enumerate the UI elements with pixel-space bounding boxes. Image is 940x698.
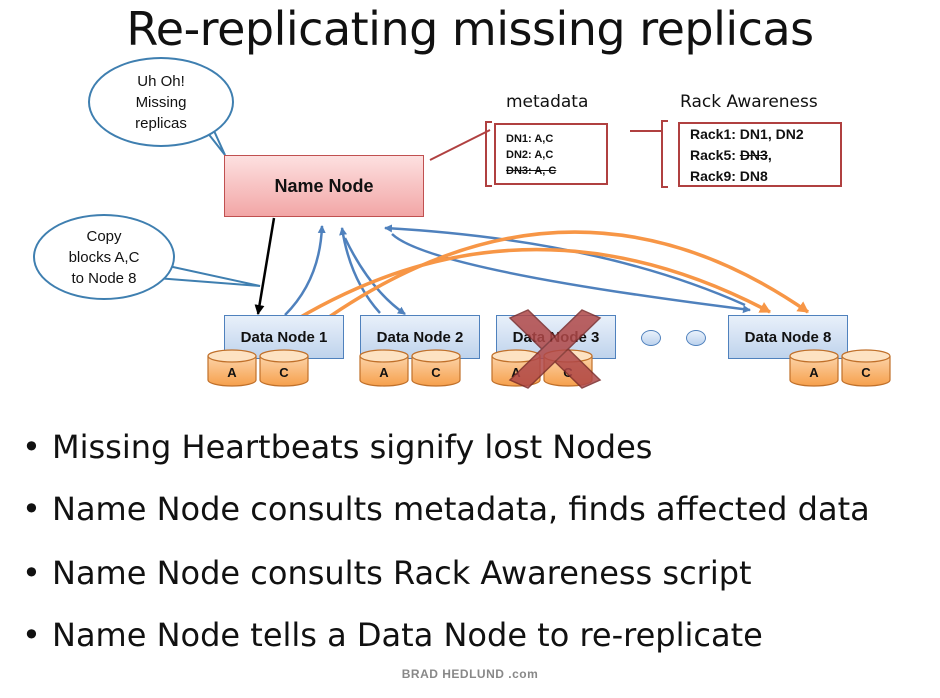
bullet-text: Name Node tells a Data Node to re-replic… bbox=[52, 616, 763, 654]
block-label: A bbox=[379, 365, 389, 380]
metadata-entry: DN2: A,C bbox=[506, 149, 554, 161]
callout-line: Missing bbox=[135, 93, 187, 111]
heartbeat-arrow-dn8-down bbox=[391, 233, 751, 314]
bullet-dot-icon: • bbox=[22, 428, 41, 466]
bullet-text: Name Node consults metadata, finds affec… bbox=[52, 490, 870, 528]
copy-blocks-callout: Copy blocks A,C to Node 8 bbox=[33, 214, 175, 300]
callout-line: Copy bbox=[86, 227, 122, 245]
bullet-text: Name Node consults Rack Awareness script bbox=[52, 554, 752, 592]
block-disk-c-icon: C bbox=[411, 349, 461, 387]
missing-replicas-callout: Uh Oh! Missing replicas bbox=[88, 57, 234, 147]
command-arrow bbox=[254, 217, 276, 315]
rack-entry: Rack5: DN3, bbox=[690, 145, 840, 166]
replication-arrow-a bbox=[283, 247, 771, 329]
callout-line: to Node 8 bbox=[71, 269, 137, 287]
bullet-dot-icon: • bbox=[22, 490, 41, 528]
heartbeat-arrow-dn1 bbox=[284, 225, 326, 316]
rack-awareness-heading: Rack Awareness bbox=[680, 92, 818, 112]
block-label: A bbox=[511, 365, 521, 380]
block-disk-a-icon: A bbox=[789, 349, 839, 387]
rack-awareness-list: Rack1: DN1, DN2 Rack5: DN3, Rack9: DN8 bbox=[678, 122, 842, 187]
rack-entry: Rack9: DN8 bbox=[690, 168, 768, 184]
block-label: C bbox=[279, 365, 289, 380]
callout-line: blocks A,C bbox=[68, 248, 140, 266]
bullet-item: • Missing Heartbeats signify lost Nodes bbox=[22, 428, 652, 466]
ellipsis-dot bbox=[686, 330, 706, 346]
metadata-entry: DN1: A,C bbox=[506, 133, 554, 145]
bullet-item: • Name Node consults metadata, finds affe… bbox=[22, 490, 870, 528]
rack-entry-lost-node: DN3 bbox=[739, 147, 768, 163]
namenode-metadata-connector bbox=[429, 129, 491, 161]
bullet-dot-icon: • bbox=[22, 616, 41, 654]
rack-entry-suffix: , bbox=[767, 147, 772, 163]
failed-node-cross-icon bbox=[508, 309, 602, 389]
block-disk-c-icon: C bbox=[841, 349, 891, 387]
block-label: C bbox=[861, 365, 871, 380]
rack-bracket bbox=[661, 120, 668, 188]
footer-brand: BRAD HEDLUND .com bbox=[401, 667, 539, 681]
callout-line: replicas bbox=[135, 114, 187, 132]
metadata-list: DN1: A,C DN2: A,C DN3: A, C bbox=[494, 123, 608, 185]
block-label: C bbox=[431, 365, 441, 380]
data-node-8: Data Node 8 bbox=[728, 315, 848, 359]
heartbeat-arrow-dn2-up bbox=[339, 227, 381, 314]
bullet-item: • Name Node consults Rack Awareness scrip… bbox=[22, 554, 752, 592]
rack-entry-prefix: Rack5: bbox=[690, 147, 740, 163]
metadata-heading: metadata bbox=[506, 92, 589, 112]
metadata-bracket bbox=[485, 121, 492, 187]
block-disk-a-icon: A bbox=[359, 349, 409, 387]
name-node-box: Name Node bbox=[224, 155, 424, 217]
bubble-copy-tail bbox=[149, 261, 261, 287]
replication-arrow-c bbox=[298, 230, 809, 340]
block-disk-c-icon: C bbox=[259, 349, 309, 387]
metadata-entry-lost: DN3: A, C bbox=[506, 165, 557, 177]
block-label: A bbox=[809, 365, 819, 380]
ellipsis-dot bbox=[641, 330, 661, 346]
bullet-dot-icon: • bbox=[22, 554, 41, 592]
block-disk-a-icon: A bbox=[207, 349, 257, 387]
bullet-text: Missing Heartbeats signify lost Nodes bbox=[52, 428, 653, 466]
slide-title: Re-replicating missing replicas bbox=[126, 2, 814, 56]
block-label: A bbox=[227, 365, 237, 380]
rack-entry: Rack1: DN1, DN2 bbox=[690, 126, 804, 142]
bullet-item: • Name Node tells a Data Node to re-repli… bbox=[22, 616, 763, 654]
callout-line: Uh Oh! bbox=[137, 72, 185, 90]
